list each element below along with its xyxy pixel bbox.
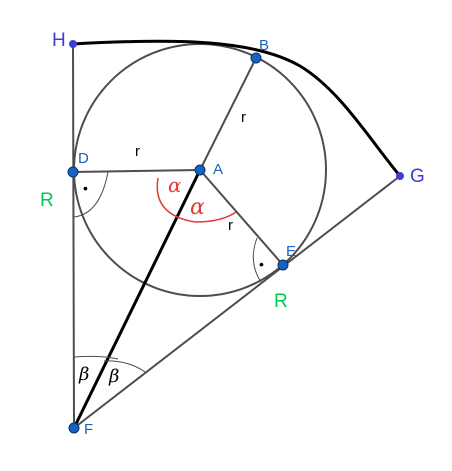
point-label-E: E (286, 243, 296, 260)
angle-label-beta-left: β (78, 364, 89, 385)
right-angle-arc-D (73, 171, 109, 218)
right-angle-dot-D: • (83, 180, 88, 196)
segment-HF (72, 43, 75, 429)
angle-label-beta-right: β (108, 366, 119, 387)
segment-DA (72, 169, 201, 173)
angle-label-alpha-lower: α (190, 195, 205, 220)
alpha-arc-red (156, 177, 237, 223)
point-A-marker[interactable] (194, 164, 206, 176)
segment-label-r-AB: r (241, 109, 246, 126)
segment-label-r-AE: r (228, 217, 233, 234)
segment-label-R-bottom: R (274, 291, 288, 312)
point-label-B: B (259, 37, 269, 54)
point-F-marker[interactable] (68, 422, 80, 434)
point-label-A: A (213, 161, 223, 178)
point-label-G: G (410, 166, 425, 187)
point-G-marker[interactable] (396, 172, 404, 180)
point-E-marker[interactable] (277, 259, 289, 271)
point-B-marker[interactable] (250, 52, 262, 64)
segment-label-R-left: R (40, 190, 54, 211)
right-angle-arc-E (252, 237, 262, 283)
point-H-marker[interactable] (69, 40, 77, 48)
point-label-F: F (84, 421, 93, 438)
point-D-marker[interactable] (67, 166, 79, 178)
angle-arc-F-outer (103, 360, 146, 373)
arc-HG (72, 39, 402, 177)
angle-label-alpha-upper: α (168, 173, 182, 197)
segment-AF (72, 169, 202, 429)
angle-arc-F-inner (73, 355, 119, 360)
segment-AE (199, 169, 284, 266)
point-label-D: D (78, 150, 89, 167)
segment-FG (73, 175, 401, 429)
right-angle-dot-E: • (259, 256, 264, 272)
segment-label-r-DA: r (135, 143, 140, 160)
point-label-H: H (52, 30, 66, 51)
segment-AB (199, 57, 257, 171)
